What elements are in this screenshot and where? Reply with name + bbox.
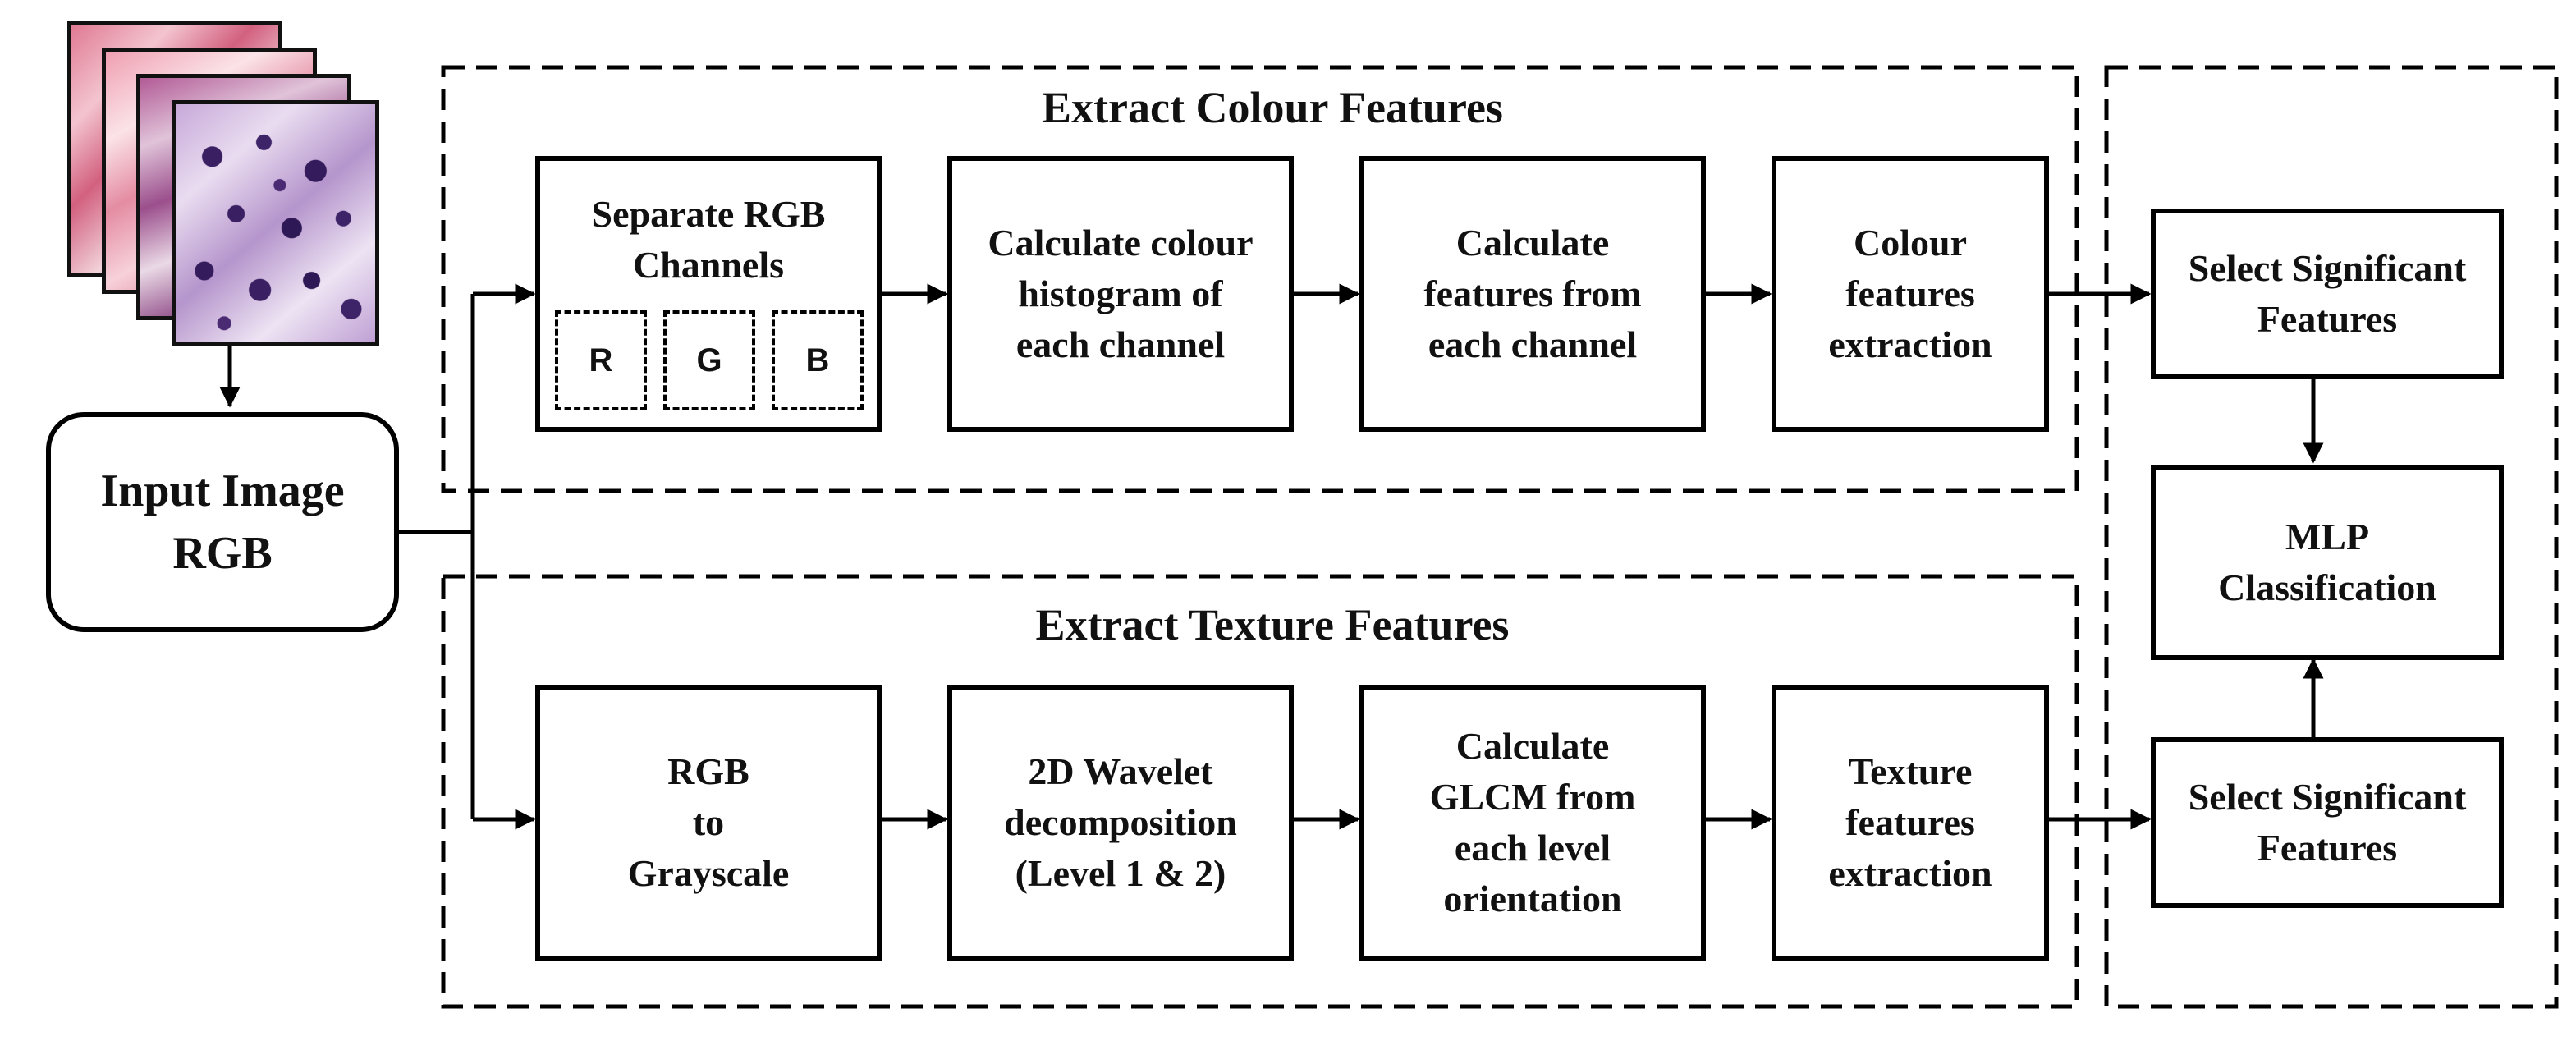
channel-r: R	[555, 310, 647, 410]
calculate-features-line-2: features from	[1423, 273, 1642, 314]
glcm-line-3: each level	[1454, 827, 1611, 869]
mlp-line-1: MLP	[2285, 516, 2370, 557]
separate-rgb-line-1: Separate RGB	[591, 193, 826, 235]
input-image-label-line-1: Input Image	[100, 465, 345, 516]
colour-histogram-line-2: histogram of	[1018, 273, 1223, 314]
calculate-features-box: Calculate features from each channel	[1359, 156, 1706, 432]
colour-extraction-line-3: extraction	[1828, 323, 1992, 365]
colour-group-frame	[441, 65, 2079, 493]
wavelet-line-2: decomposition	[1004, 801, 1237, 843]
texture-group-title: Extract Texture Features	[1035, 600, 1510, 649]
colour-group-title: Extract Colour Features	[1042, 83, 1503, 132]
rgb-to-grayscale-box: RGB to Grayscale	[535, 685, 882, 961]
texture-extraction-line-2: features	[1845, 801, 1975, 843]
texture-extraction-line-1: Texture	[1848, 750, 1973, 792]
glcm-box: Calculate GLCM from each level orientati…	[1359, 685, 1706, 961]
colour-extraction-box: Colour features extraction	[1772, 156, 2049, 432]
calculate-features-line-1: Calculate	[1455, 222, 1610, 264]
rgb-to-grayscale-line-1: RGB	[667, 750, 749, 792]
wavelet-line-3: (Level 1 & 2)	[1015, 852, 1226, 894]
mlp-line-2: Classification	[2218, 566, 2436, 608]
input-image-box: Input Image RGB	[46, 412, 399, 632]
colour-histogram-line-3: each channel	[1015, 323, 1226, 365]
colour-extraction-line-2: features	[1845, 273, 1975, 314]
colour-histogram-box: Calculate colour histogram of each chann…	[947, 156, 1294, 432]
glcm-line-2: GLCM from	[1429, 776, 1636, 818]
select-texture-line-1: Select Significant	[2188, 776, 2467, 818]
texture-extraction-line-3: extraction	[1828, 852, 1992, 894]
calculate-features-line-3: each channel	[1428, 323, 1638, 365]
separate-rgb-line-2: Channels	[632, 244, 785, 286]
select-texture-features-box: Select Significant Features	[2151, 737, 2504, 908]
wavelet-line-1: 2D Wavelet	[1028, 750, 1213, 792]
select-texture-line-2: Features	[2257, 827, 2398, 869]
channel-b: B	[772, 310, 864, 410]
select-colour-features-box: Select Significant Features	[2151, 209, 2504, 379]
glcm-line-4: orientation	[1443, 878, 1622, 919]
mlp-classification-box: MLP Classification	[2151, 465, 2504, 660]
input-image-label-line-2: RGB	[172, 528, 273, 579]
select-colour-line-2: Features	[2257, 298, 2398, 340]
colour-extraction-line-1: Colour	[1854, 222, 1967, 264]
wavelet-decomposition-box: 2D Wavelet decomposition (Level 1 & 2)	[947, 685, 1294, 961]
colour-histogram-line-1: Calculate colour	[988, 222, 1254, 264]
classification-group-frame	[2104, 65, 2559, 1009]
rgb-to-grayscale-line-3: Grayscale	[627, 852, 790, 894]
glcm-line-1: Calculate	[1455, 725, 1610, 767]
select-colour-line-1: Select Significant	[2188, 247, 2467, 289]
channel-g: G	[663, 310, 755, 410]
rgb-to-grayscale-line-2: to	[692, 801, 725, 843]
texture-group-frame	[441, 574, 2079, 1009]
texture-extraction-box: Texture features extraction	[1772, 685, 2049, 961]
histology-image-4	[172, 100, 379, 346]
